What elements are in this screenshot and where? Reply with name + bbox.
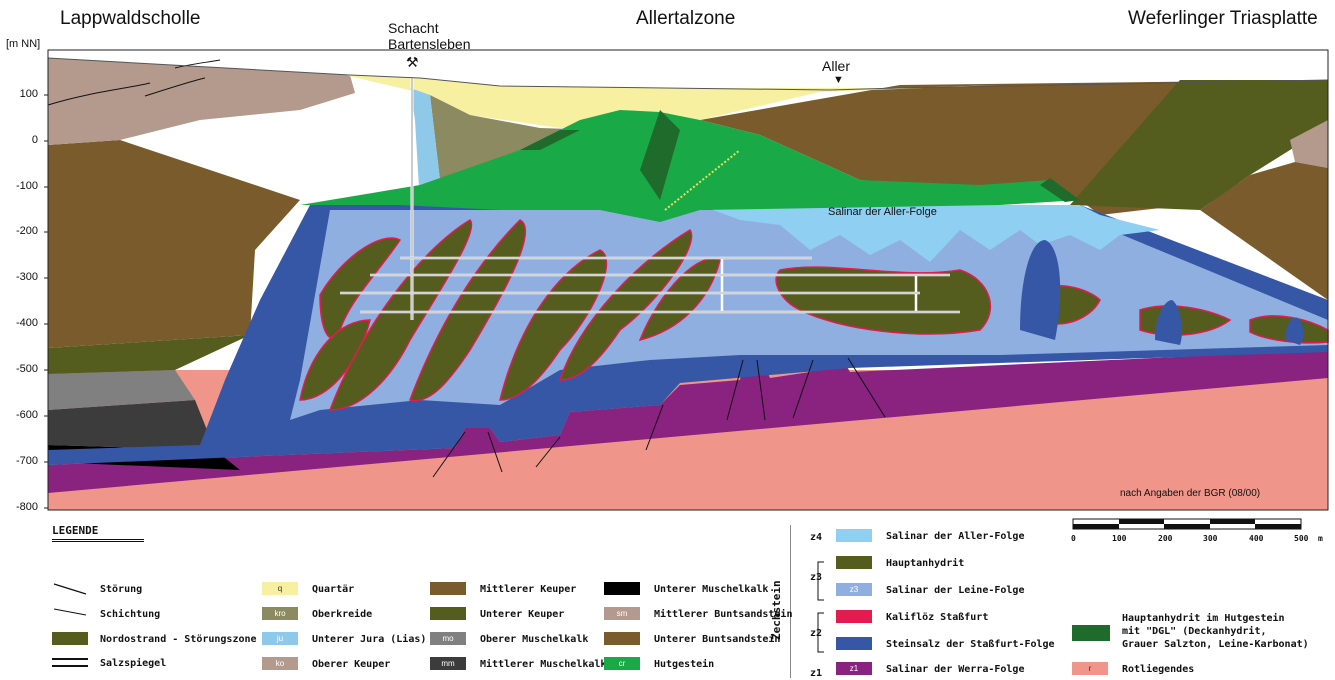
scale-unit: m — [1318, 534, 1323, 543]
legend-label: Salinar der Leine-Folge — [886, 585, 1024, 596]
shaft-label: Schacht Bartensleben — [388, 20, 471, 52]
y-ticks — [44, 95, 48, 508]
legend-fault-label: Störung — [100, 584, 142, 595]
legend-swatch: q — [262, 582, 298, 595]
legend-label: Hauptanhydrit — [886, 558, 964, 569]
legend-swatch — [604, 582, 640, 595]
legend-label: Oberer Muschelkalk — [480, 634, 588, 645]
y-tick-label: -700 — [4, 455, 38, 467]
legend-label: Hauptanhydrit im Hutgestein mit "DGL" (D… — [1122, 612, 1309, 651]
legend-label: Oberkreide — [312, 609, 372, 620]
legend-swatch — [604, 632, 640, 645]
y-tick-label: -400 — [4, 317, 38, 329]
legend-swatch — [836, 637, 872, 650]
scale-label: 200 — [1158, 534, 1172, 543]
y-tick-label: -100 — [4, 180, 38, 192]
legend-swatch: z3 — [836, 583, 872, 596]
legend-label: Kaliflöz Staßfurt — [886, 612, 988, 623]
y-tick-label: 0 — [4, 134, 38, 146]
legend-label: Quartär — [312, 584, 354, 595]
zechstein-brackets — [790, 520, 830, 680]
legend-label: Mittlerer Keuper — [480, 584, 576, 595]
legend-swatch — [836, 610, 872, 623]
legend-swatch — [836, 556, 872, 569]
legend-swatch — [836, 529, 872, 542]
legend-swatch: ko — [262, 657, 298, 670]
legend-swatch: z1 — [836, 662, 872, 675]
river-label: Aller — [822, 58, 850, 74]
source-note: nach Angaben der BGR (08/00) — [1120, 488, 1260, 499]
shaft-icon: ⚒ — [406, 54, 419, 71]
y-tick-label: -800 — [4, 501, 38, 513]
upper-keuper-left — [48, 58, 355, 145]
river-marker-icon: ▼ — [833, 74, 844, 86]
legend-swatch: mm — [430, 657, 466, 670]
scale-label: 100 — [1112, 534, 1126, 543]
scale-bar — [1072, 518, 1304, 532]
legend-label: Unterer Buntsandstein — [654, 634, 780, 645]
legend-label: Unterer Jura (Lias) — [312, 634, 426, 645]
y-axis-unit: [m NN] — [6, 38, 56, 50]
zechstein-title: Zechstein — [770, 580, 783, 640]
scale-label: 400 — [1249, 534, 1263, 543]
legend-swatch: kro — [262, 607, 298, 620]
legend-swatch: r — [1072, 662, 1108, 675]
legend-swatch: ju — [262, 632, 298, 645]
y-tick-label: -500 — [4, 363, 38, 375]
fault-symbol — [52, 582, 88, 596]
legend-label: Rotliegendes — [1122, 664, 1194, 675]
legend-label: Steinsalz der Staßfurt-Folge — [886, 639, 1055, 650]
legend-nordostrand-label: Nordostrand - Störungszone — [100, 634, 257, 645]
legend-swatch: cr — [604, 657, 640, 670]
legend-swatch: mo — [430, 632, 466, 645]
legend-swatch: sm — [604, 607, 640, 620]
legend-swatch-hutgestein-dgl — [1072, 625, 1110, 641]
legend-label: Salinar der Aller-Folge — [886, 531, 1024, 542]
y-tick-label: -200 — [4, 225, 38, 237]
scale-label: 300 — [1203, 534, 1217, 543]
legend-swatch — [430, 582, 466, 595]
legend-salzspiegel-label: Salzspiegel — [100, 658, 166, 669]
legend-label: Oberer Keuper — [312, 659, 390, 670]
legend-swatch — [430, 607, 466, 620]
legend-label: Unterer Muschelkalk — [654, 584, 768, 595]
legend-label: Mittlerer Muschelkalk — [480, 659, 606, 670]
scale-label: 0 — [1071, 534, 1076, 543]
legend-label: Unterer Keuper — [480, 609, 564, 620]
legend-label: Hutgestein — [654, 659, 714, 670]
legend-swatch — [52, 632, 88, 645]
y-tick-label: -600 — [4, 409, 38, 421]
y-tick-label: -300 — [4, 271, 38, 283]
y-tick-label: 100 — [4, 88, 38, 100]
bedding-symbol — [52, 605, 88, 619]
legend-bedding-label: Schichtung — [100, 609, 160, 620]
salzspiegel-symbol — [52, 658, 88, 667]
scale-label: 500 — [1294, 534, 1308, 543]
legend-title: LEGENDE — [52, 524, 144, 542]
legend-label: Salinar der Werra-Folge — [886, 664, 1024, 675]
salinar-label: Salinar der Aller-Folge — [828, 206, 937, 218]
